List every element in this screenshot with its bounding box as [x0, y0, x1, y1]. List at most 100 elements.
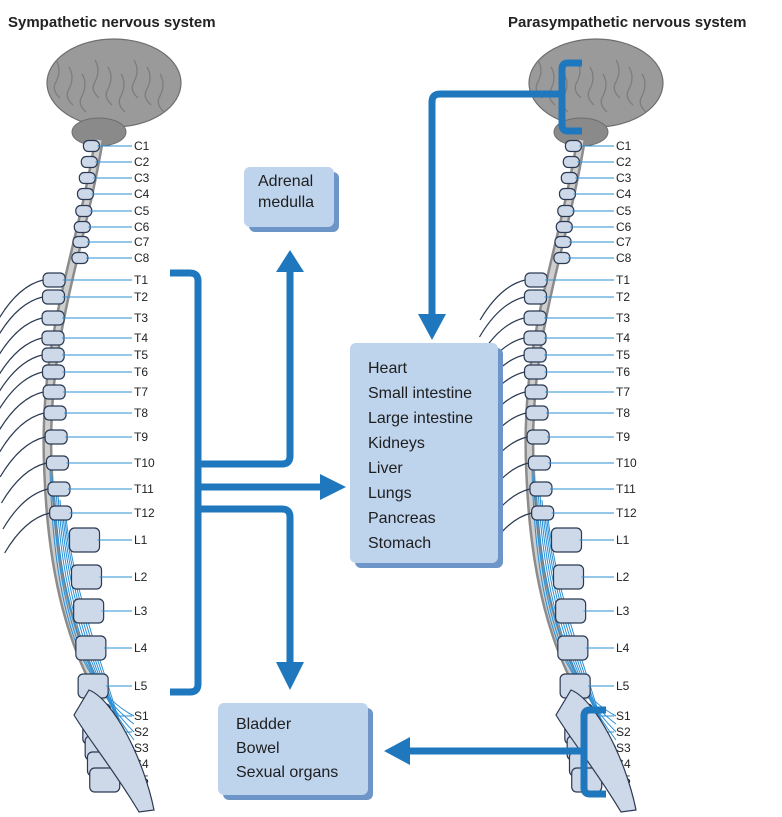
right-vertebra-c1 — [565, 141, 581, 152]
left-vertebra-c4 — [77, 189, 93, 200]
left-label-c4: C4 — [134, 187, 150, 201]
right-vertebra-t9 — [527, 430, 549, 444]
target-sexual-organs: Sexual organs — [236, 761, 368, 785]
right-label-c7: C7 — [616, 235, 632, 249]
organ-small-intestine: Small intestine — [368, 381, 498, 406]
right-label-t11: T11 — [616, 482, 636, 496]
left-vertebra-t6 — [43, 365, 65, 379]
right-label-c1: C1 — [616, 139, 632, 153]
left-vertebra-t5 — [42, 348, 64, 362]
right-label-t8: T8 — [616, 406, 630, 420]
left-vertebra-t10 — [46, 456, 68, 470]
left-label-t5: T5 — [134, 348, 148, 362]
right-vertebra-t7 — [525, 385, 547, 399]
sympathetic-arrows — [198, 250, 346, 690]
arrowhead-vagal — [418, 314, 446, 340]
right-vertebra-t5 — [524, 348, 546, 362]
left-label-c3: C3 — [134, 171, 150, 185]
right-vertebra-c2 — [563, 157, 579, 168]
adrenal-line-2: medulla — [258, 192, 334, 213]
left-label-s1: S1 — [134, 709, 149, 723]
right-label-s1: S1 — [616, 709, 631, 723]
right-vertebra-c6 — [556, 222, 572, 233]
left-vertebra-t9 — [45, 430, 67, 444]
left-vertebra-t3 — [42, 311, 64, 325]
arrowhead-organs — [320, 474, 346, 500]
organ-lungs: Lungs — [368, 481, 498, 506]
right-label-l5: L5 — [616, 679, 630, 693]
right-vertebra-t1 — [525, 273, 547, 287]
left-vertebra-t7 — [43, 385, 65, 399]
left-vertebra-t1 — [43, 273, 65, 287]
left-label-t9: T9 — [134, 430, 148, 444]
arrowhead-bladder — [276, 662, 304, 690]
right-vertebra-t3 — [524, 311, 546, 325]
right-vertebra-t8 — [526, 406, 548, 420]
left-vertebra-t8 — [44, 406, 66, 420]
right-label-t10: T10 — [616, 456, 637, 470]
right-label-t1: T1 — [616, 273, 630, 287]
right-label-t4: T4 — [616, 331, 630, 345]
right-label-c2: C2 — [616, 155, 632, 169]
bladder-box: Bladder Bowel Sexual organs — [218, 703, 368, 795]
arrowhead-sacral — [384, 737, 410, 765]
left-label-l3: L3 — [134, 604, 148, 618]
left-vertebra-c3 — [79, 173, 95, 184]
parasympathetic-spine: C1C2C3C4C5C6C7C8T1T2T3T4T5T6T7T8T9T10T11… — [479, 39, 663, 812]
right-vertebra-t12 — [532, 506, 554, 520]
right-vertebra-t2 — [524, 290, 546, 304]
left-vertebra-c5 — [76, 206, 92, 217]
left-label-t7: T7 — [134, 385, 148, 399]
organ-heart: Heart — [368, 356, 498, 381]
organ-pancreas: Pancreas — [368, 506, 498, 531]
left-label-l1: L1 — [134, 533, 148, 547]
right-vertebra-l1 — [552, 528, 582, 552]
right-label-t9: T9 — [616, 430, 630, 444]
left-label-c6: C6 — [134, 220, 150, 234]
right-vertebra-l3 — [556, 599, 586, 623]
target-bowel: Bowel — [236, 737, 368, 761]
left-label-t3: T3 — [134, 311, 148, 325]
left-vertebra-c8 — [72, 253, 88, 264]
left-vertebra-t12 — [50, 506, 72, 520]
right-vertebra-c7 — [555, 237, 571, 248]
left-label-t8: T8 — [134, 406, 148, 420]
right-vertebra-t6 — [525, 365, 547, 379]
right-vertebra-l2 — [554, 565, 584, 589]
right-label-t6: T6 — [616, 365, 630, 379]
left-label-c8: C8 — [134, 251, 150, 265]
left-vertebra-t11 — [48, 482, 70, 496]
organ-large-intestine: Large intestine — [368, 406, 498, 431]
organ-liver: Liver — [368, 456, 498, 481]
right-label-c3: C3 — [616, 171, 632, 185]
right-label-c6: C6 — [616, 220, 632, 234]
right-label-t3: T3 — [616, 311, 630, 325]
organ-stomach: Stomach — [368, 531, 498, 556]
right-label-l2: L2 — [616, 570, 630, 584]
left-label-l5: L5 — [134, 679, 148, 693]
left-label-t10: T10 — [134, 456, 155, 470]
arrow-to-adrenal — [198, 270, 290, 464]
sympathetic-bracket — [170, 273, 198, 692]
right-vertebra-l4 — [558, 636, 588, 660]
left-vertebra-l3 — [74, 599, 104, 623]
left-vertebra-l1 — [70, 528, 100, 552]
left-vertebra-c2 — [81, 157, 97, 168]
left-label-t2: T2 — [134, 290, 148, 304]
left-label-c5: C5 — [134, 204, 150, 218]
sympathetic-spine: C1C2C3C4C5C6C7C8T1T2T3T4T5T6T7T8T9T10T11… — [0, 39, 181, 812]
left-label-t4: T4 — [134, 331, 148, 345]
left-vertebra-c6 — [74, 222, 90, 233]
left-label-t12: T12 — [134, 506, 155, 520]
organs-box: Heart Small intestine Large intestine Ki… — [350, 343, 498, 563]
right-vertebra-c5 — [558, 206, 574, 217]
left-vertebra-t4 — [42, 331, 64, 345]
right-label-c5: C5 — [616, 204, 632, 218]
right-label-t7: T7 — [616, 385, 630, 399]
left-label-c2: C2 — [134, 155, 150, 169]
left-label-t1: T1 — [134, 273, 148, 287]
right-vertebra-t10 — [528, 456, 550, 470]
left-label-c7: C7 — [134, 235, 150, 249]
organ-kidneys: Kidneys — [368, 431, 498, 456]
